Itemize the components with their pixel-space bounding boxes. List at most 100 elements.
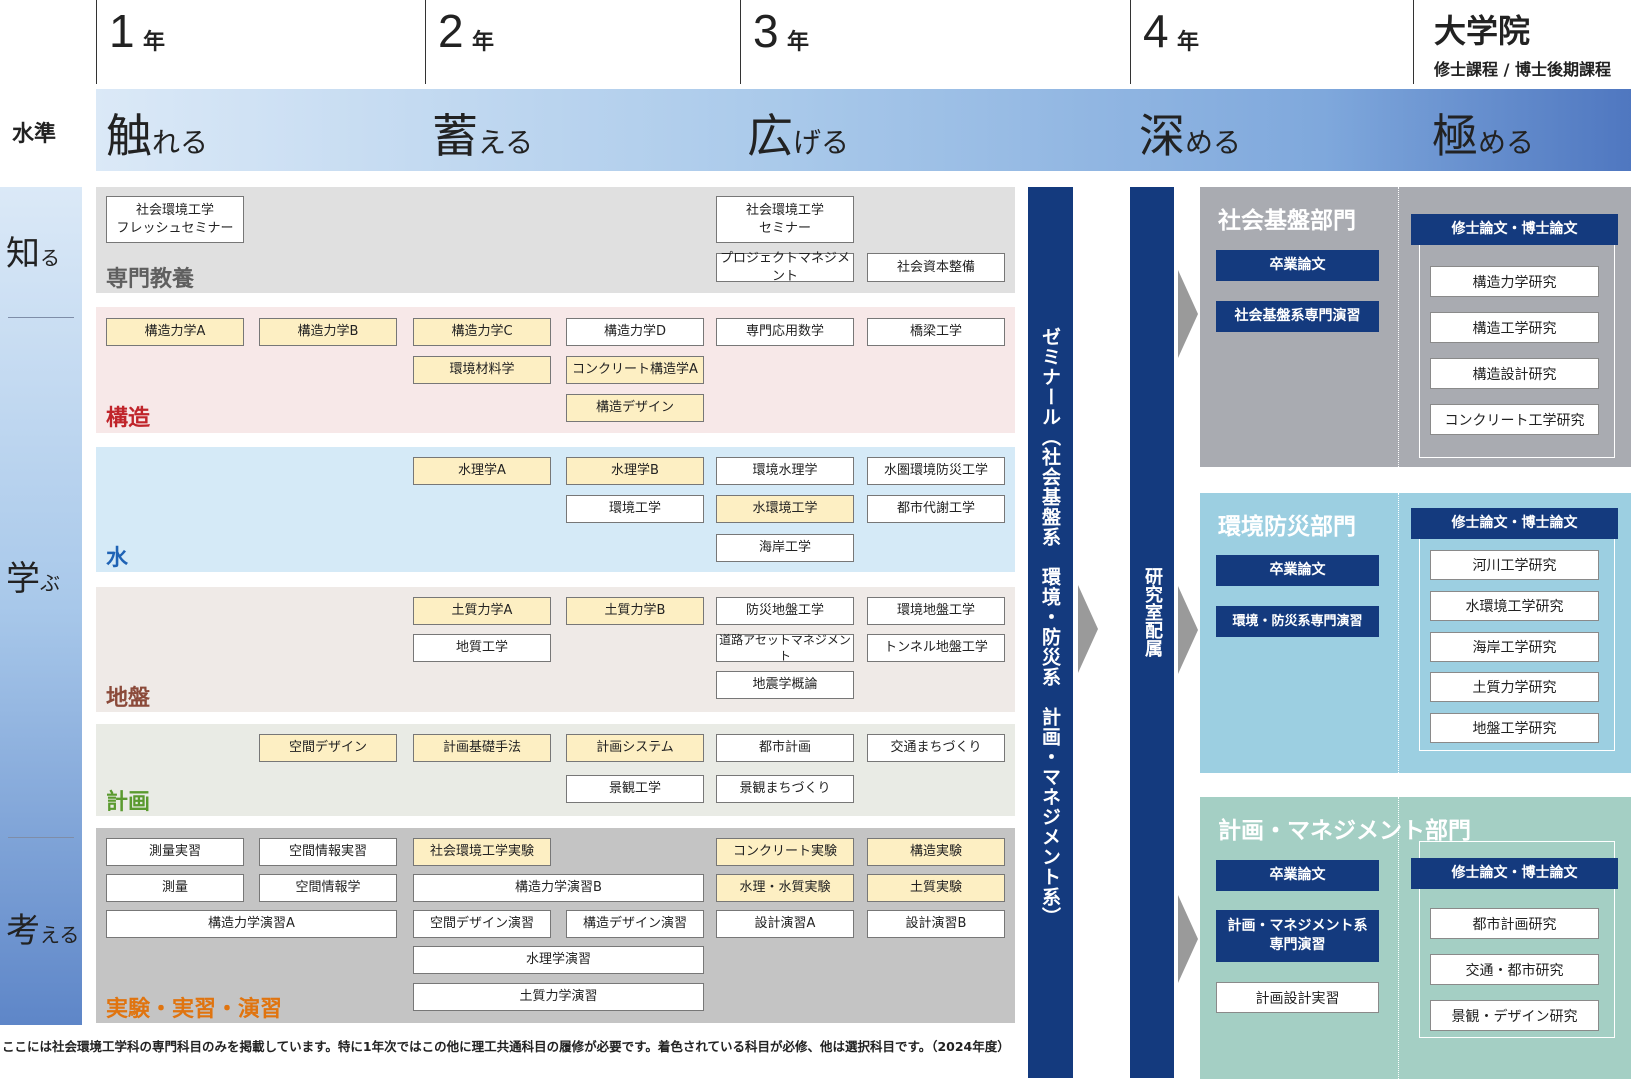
panel-mizu: 水 xyxy=(96,447,1015,572)
lab-bar-label: 研究室配属 xyxy=(1142,567,1163,657)
course-box: 土質実験 xyxy=(867,874,1005,902)
research-box: 構造力学研究 xyxy=(1430,266,1599,297)
panel-title: 水 xyxy=(106,546,129,571)
arrow-right-icon xyxy=(1078,585,1098,673)
course-box: 設計演習A xyxy=(716,910,854,938)
stage-divider xyxy=(8,317,74,318)
course-box: 都市代謝工学 xyxy=(867,495,1005,523)
dept-title: 計画・マネジメント部門 xyxy=(1218,818,1471,844)
research-frame xyxy=(1419,841,1615,1038)
panel-title: 構造 xyxy=(106,406,151,431)
year-number: 2 xyxy=(438,5,464,57)
lab-bar: 研究室配属 xyxy=(1130,187,1174,1078)
panel-keikaku: 計画 xyxy=(96,724,1015,816)
practice-box: 計画設計実習 xyxy=(1216,982,1379,1013)
course-box: 環境工学 xyxy=(566,495,704,523)
course-box: 地質工学 xyxy=(413,634,551,662)
course-box: 計画基礎手法 xyxy=(413,734,551,762)
course-box: 社会資本整備 xyxy=(867,253,1005,282)
research-box: 交通・都市研究 xyxy=(1430,954,1599,985)
stage-learn: 学ぶ xyxy=(6,559,60,599)
stage-think: 考える xyxy=(6,911,80,951)
course-box: 測量実習 xyxy=(106,838,244,866)
course-box: トンネル地盤工学 xyxy=(867,634,1005,662)
seminar-box: 社会基盤系専門演習 xyxy=(1216,301,1379,332)
seminar-bar-label: ゼミナール（社会基盤系 環境・防災系 計画・マネジメント系） xyxy=(1039,327,1061,927)
year-3-header: 3 年 xyxy=(740,0,1130,84)
research-box: 水環境工学研究 xyxy=(1430,591,1599,621)
course-box: 海岸工学 xyxy=(716,534,854,562)
year-number: 1 xyxy=(109,5,135,57)
panel-jiban: 地盤 xyxy=(96,587,1015,712)
course-box: コンクリート構造学A xyxy=(566,356,704,384)
year-number: 4 xyxy=(1143,5,1169,57)
panel-title: 計画 xyxy=(106,790,151,815)
dept-divider xyxy=(1398,493,1399,773)
course-box: 空間デザイン演習 xyxy=(413,910,551,938)
course-box: 地震学概論 xyxy=(716,671,854,699)
course-box: プロジェクトマネジメント xyxy=(716,251,854,284)
course-box: 構造デザイン xyxy=(566,394,704,422)
stage-know: 知る xyxy=(6,234,60,274)
course-box: 水環境工学 xyxy=(716,495,854,523)
year-unit: 年 xyxy=(1177,30,1200,55)
course-box: 景観工学 xyxy=(566,775,704,803)
research-box: 地盤工学研究 xyxy=(1430,713,1599,743)
course-box: 都市計画 xyxy=(716,734,854,762)
course-box: 設計演習B xyxy=(867,910,1005,938)
level-label: 水準 xyxy=(12,122,57,147)
panel-title: 地盤 xyxy=(106,686,151,711)
year-unit: 年 xyxy=(472,30,495,55)
research-box: 海岸工学研究 xyxy=(1430,632,1599,662)
course-box: 水理学B xyxy=(566,457,704,485)
course-box: 構造デザイン演習 xyxy=(566,910,704,938)
year-unit: 年 xyxy=(787,30,810,55)
course-box: 専門応用数学 xyxy=(716,318,854,346)
panel-kozo: 構造 xyxy=(96,307,1015,433)
research-box: コンクリート工学研究 xyxy=(1430,404,1599,435)
year-number: 3 xyxy=(753,5,779,57)
course-box: 測量 xyxy=(106,874,244,902)
course-box: 水理・水質実験 xyxy=(716,874,854,902)
course-box: 水理学A xyxy=(413,457,551,485)
course-box: 社会環境工学 セミナー xyxy=(716,196,854,243)
course-box: 空間情報実習 xyxy=(259,838,397,866)
dept-divider xyxy=(1398,187,1399,467)
seminar-box: 計画・マネジメント系 専門演習 xyxy=(1216,910,1379,962)
level-deepen: 深める xyxy=(1139,109,1242,163)
footnote: ここには社会環境工学科の専門科目のみを掲載しています。特に1年次ではこの他に理工… xyxy=(2,1039,1010,1054)
panel-title: 実験・実習・演習 xyxy=(106,997,283,1022)
course-box: 交通まちづくり xyxy=(867,734,1005,762)
grad-thesis-box: 修士論文・博士論文 xyxy=(1411,214,1618,245)
level-accumulate: 蓄える xyxy=(432,109,534,163)
graduate-header: 大学院 修士課程 / 博士後期課程 xyxy=(1413,0,1631,84)
course-box: 構造力学演習B xyxy=(413,874,704,902)
year-1-header: 1 年 xyxy=(96,0,425,84)
grad-thesis-box: 修士論文・博士論文 xyxy=(1411,858,1618,889)
level-touch: 触れる xyxy=(106,109,209,163)
research-box: 都市計画研究 xyxy=(1430,908,1599,939)
course-box: 道路アセットマネジメント xyxy=(716,633,854,663)
stages-column xyxy=(0,187,82,1025)
course-box: コンクリート実験 xyxy=(716,838,854,866)
course-box: 構造力学C xyxy=(413,318,551,346)
course-box: 空間情報学 xyxy=(259,874,397,902)
course-box: 構造力学演習A xyxy=(106,910,397,938)
course-box: 計画システム xyxy=(566,734,704,762)
dept-divider xyxy=(1398,797,1399,1079)
course-box: 景観まちづくり xyxy=(716,775,854,803)
thesis-box: 卒業論文 xyxy=(1216,860,1379,891)
course-box: 社会環境工学 フレッシュセミナー xyxy=(106,196,244,243)
course-box: 環境地盤工学 xyxy=(867,597,1005,625)
course-box: 防災地盤工学 xyxy=(716,597,854,625)
course-box: 構造力学D xyxy=(566,318,704,346)
course-box: 水理学演習 xyxy=(413,946,704,974)
course-box: 土質力学B xyxy=(566,597,704,625)
research-box: 景観・デザイン研究 xyxy=(1430,1000,1599,1031)
course-box: 社会環境工学実験 xyxy=(413,838,551,866)
panel-senmon: 専門教養 xyxy=(96,187,1015,293)
year-unit: 年 xyxy=(143,30,166,55)
research-box: 土質力学研究 xyxy=(1430,672,1599,702)
course-box: 構造力学A xyxy=(106,318,244,346)
course-box: 空間デザイン xyxy=(259,734,397,762)
